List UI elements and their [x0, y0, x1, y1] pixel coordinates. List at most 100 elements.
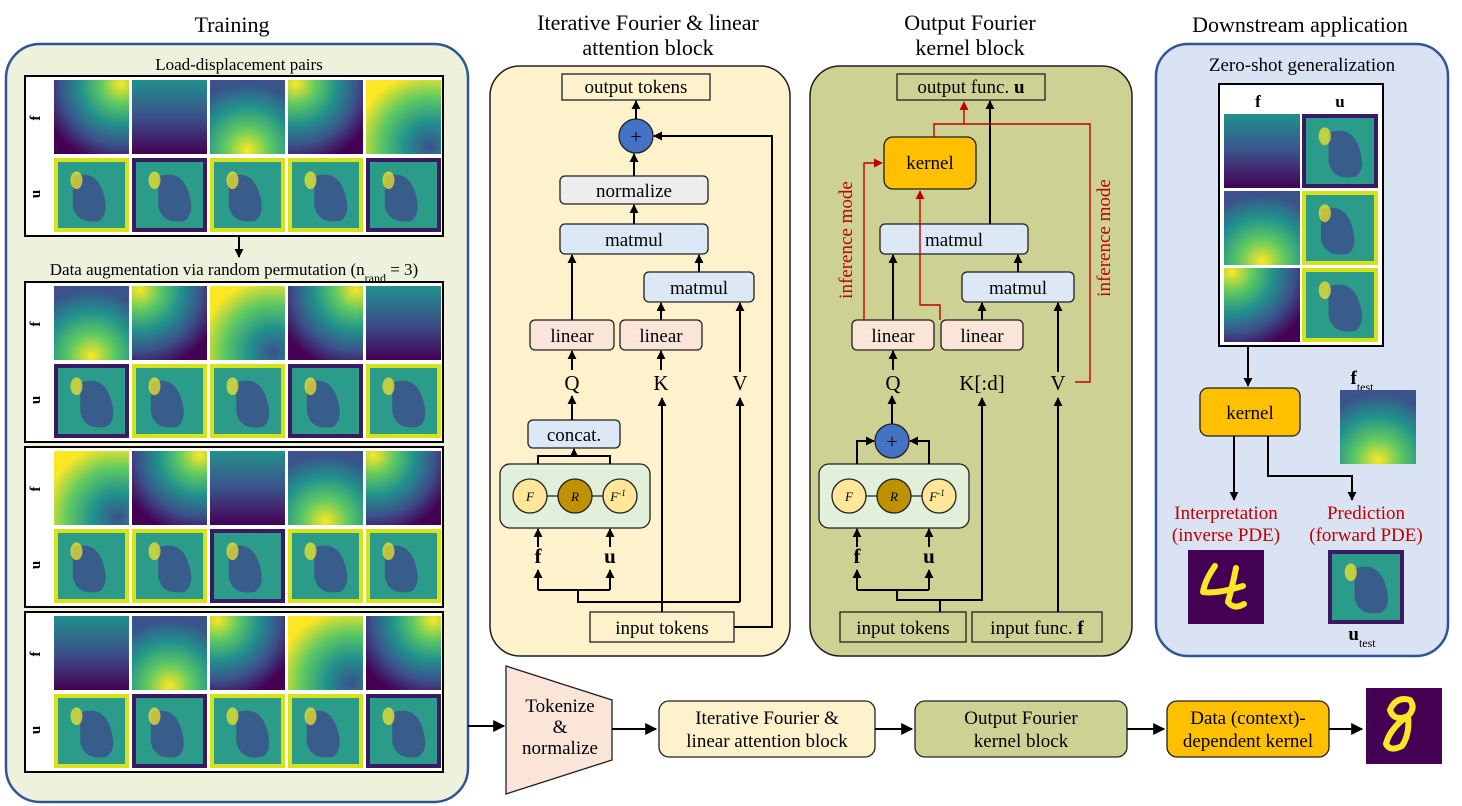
pipeline-out-line1: Output Fourier: [964, 708, 1078, 729]
row-label-f: f: [28, 486, 44, 492]
interpretation-thumbnail: [1188, 550, 1264, 624]
out-linear-k-label: linear: [960, 326, 1004, 347]
iter-matmul-top-label: matmul: [605, 230, 663, 251]
displacement-thumbnail: [366, 694, 441, 768]
load-thumbnail: [54, 451, 129, 525]
concat-box: [527, 419, 621, 449]
load-thumbnail: [288, 616, 363, 690]
tokenize-line3: normalize: [522, 738, 598, 759]
pipeline-iter-line2: linear attention block: [686, 731, 848, 752]
load-thumbnail: [366, 286, 441, 360]
inference-mode-right: inference mode: [1094, 179, 1115, 297]
out-input-tokens-label: input tokens: [856, 618, 949, 639]
displacement-thumbnail: [54, 158, 129, 232]
augmentation-label: Data augmentation via random permutation…: [50, 260, 418, 285]
f-test-thumbnail: [1340, 390, 1416, 464]
displacement-thumbnail: [366, 364, 441, 438]
output-kernel-label: kernel: [906, 153, 953, 174]
training-title: Training: [195, 12, 270, 37]
training-group-1: fu: [24, 75, 444, 237]
prediction-line1: Prediction: [1327, 503, 1406, 524]
row-label-u: u: [28, 190, 44, 198]
out-matmul-right-label: matmul: [989, 278, 1047, 299]
iter-input-tokens-box: [589, 611, 735, 643]
zero-shot-col-u: u: [1335, 92, 1344, 111]
out-f-label: f: [854, 544, 862, 568]
iter-f-label: f: [535, 544, 543, 568]
out-q-label: Q: [885, 371, 900, 395]
pipeline-kernel-line2: dependent kernel: [1183, 731, 1313, 752]
zero-shot-f-thumbnail: [1224, 191, 1300, 265]
input-func-box: [971, 611, 1103, 643]
iter-plus-label: +: [630, 126, 641, 148]
displacement-thumbnail: [288, 364, 363, 438]
zero-shot-u-thumbnail: [1302, 268, 1378, 342]
displacement-thumbnail: [132, 694, 207, 768]
out-input-tokens-box: [839, 611, 967, 643]
iter-fourier-finv-label: F-1: [609, 488, 625, 504]
downstream-kernel-label: kernel: [1226, 403, 1273, 424]
row-label-u: u: [28, 726, 44, 734]
iterative-block-title-line1: Iterative Fourier & linear: [537, 10, 759, 35]
load-thumbnail: [366, 451, 441, 525]
iter-fourier-finv-node: [602, 478, 638, 514]
displacement-thumbnail: [54, 364, 129, 438]
load-thumbnail: [288, 286, 363, 360]
downstream-title: Downstream application: [1192, 12, 1408, 37]
load-thumbnail: [210, 80, 285, 154]
prediction-line2: (forward PDE): [1309, 525, 1422, 546]
pipeline-out-line2: kernel block: [974, 731, 1069, 752]
kernel-thumbnail: [1366, 688, 1442, 764]
load-thumbnail: [366, 616, 441, 690]
displacement-thumbnail: [288, 529, 363, 603]
displacement-thumbnail: [210, 694, 285, 768]
load-thumbnail: [54, 616, 129, 690]
load-thumbnail: [210, 616, 285, 690]
zero-shot-f-thumbnail: [1224, 114, 1300, 188]
out-fourier-r-label: R: [889, 489, 898, 504]
tokenize-line1: Tokenize: [525, 696, 594, 717]
downstream-kernel-box: [1199, 387, 1301, 437]
row-label-f: f: [28, 115, 44, 121]
displacement-thumbnail: [132, 364, 207, 438]
normalize-label: normalize: [596, 181, 672, 202]
training-group-2: fu: [24, 281, 444, 443]
iter-fourier-f-label: F: [525, 489, 535, 504]
iter-input-tokens-label: input tokens: [615, 618, 708, 639]
iter-fourier-r-node: [557, 478, 593, 514]
out-fourier-f-node: [831, 478, 867, 514]
row-label-u: u: [28, 561, 44, 569]
out-fourier-finv-node: [921, 478, 957, 514]
load-thumbnail: [132, 286, 207, 360]
out-matmul-top-box: [879, 223, 1029, 255]
output-block-title-line1: Output Fourier: [904, 10, 1036, 35]
iter-fourier-f-node: [512, 478, 548, 514]
iter-k-label: K: [653, 371, 668, 395]
tokenize-shape: [505, 665, 613, 795]
load-thumbnail: [132, 451, 207, 525]
interpretation-line2: (inverse PDE): [1172, 525, 1280, 546]
pipeline-kernel-line1: Data (context)-: [1190, 708, 1306, 729]
interpretation-line1: Interpretation: [1174, 503, 1278, 524]
iterative-block-title-line2: attention block: [582, 35, 713, 60]
iter-q-label: Q: [564, 371, 579, 395]
displacement-thumbnail: [54, 694, 129, 768]
output-kernel-box: [883, 136, 977, 190]
load-thumbnail: [210, 286, 285, 360]
u-test-label: utest: [1348, 624, 1376, 650]
displacement-thumbnail: [366, 529, 441, 603]
displacement-thumbnail: [366, 158, 441, 232]
inference-mode-left: inference mode: [836, 181, 857, 299]
output-func-label: output func. u: [917, 77, 1025, 98]
displacement-thumbnail: [132, 158, 207, 232]
zero-shot-col-f: f: [1255, 92, 1261, 111]
out-v-label: V: [1050, 371, 1065, 395]
out-linear-q-label: linear: [871, 326, 915, 347]
iter-connectors: [533, 100, 773, 628]
zero-shot-u-thumbnail: [1302, 114, 1378, 188]
out-u-label: u: [923, 544, 935, 568]
output-tokens-box: [561, 73, 711, 101]
load-thumbnail: [210, 451, 285, 525]
out-k-label: K[:d]: [959, 371, 1005, 395]
